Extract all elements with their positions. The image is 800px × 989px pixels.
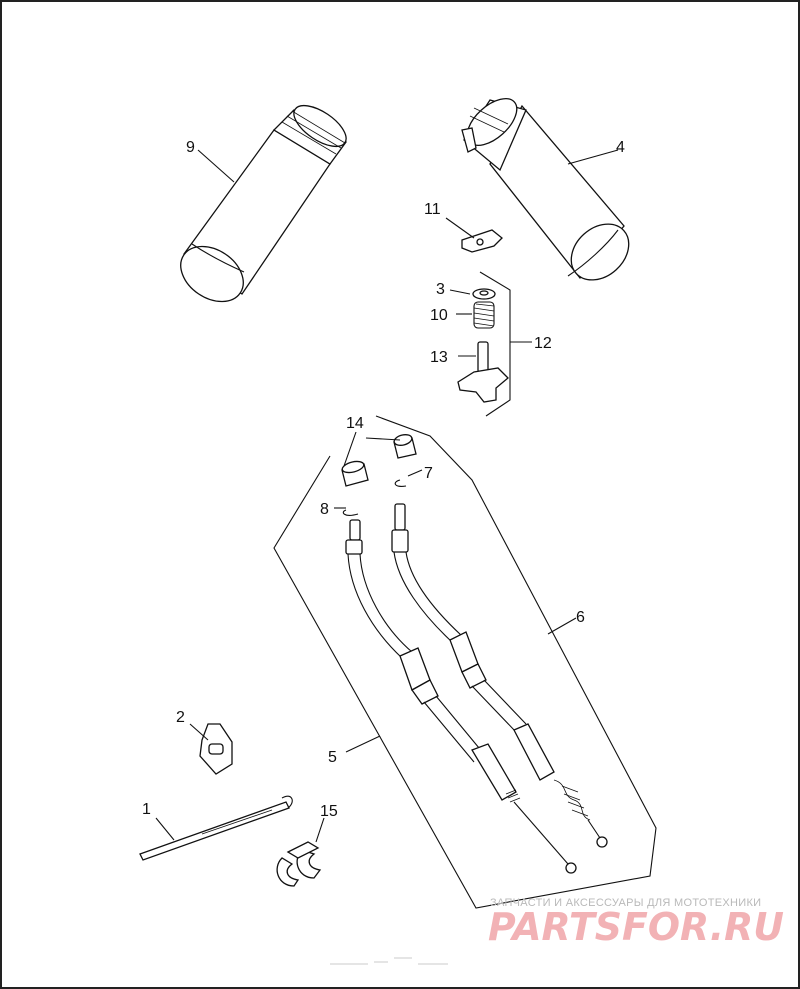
callout-8: 8 bbox=[320, 501, 329, 518]
watermark-subtitle: ЗАПЧАСТИ И АКСЕССУАРЫ ДЛЯ МОТОТЕХНИКИ bbox=[490, 897, 761, 909]
callout-13: 13 bbox=[430, 349, 448, 366]
callout-2: 2 bbox=[176, 709, 185, 726]
callout-9: 9 bbox=[186, 139, 195, 156]
throttle-cable bbox=[345, 519, 577, 874]
callout-12: 12 bbox=[534, 335, 552, 352]
watermark-brand: PARTSFOR.RU bbox=[488, 905, 784, 949]
callout-3: 3 bbox=[436, 281, 445, 298]
bracket-12 bbox=[479, 271, 511, 417]
callout-14: 14 bbox=[346, 415, 364, 432]
watermark: ЗАПЧАСТИ И АКСЕССУАРЫ ДЛЯ МОТОТЕХНИКИ PA… bbox=[488, 897, 784, 949]
leader-lines bbox=[155, 149, 619, 843]
callout-5: 5 bbox=[328, 749, 337, 766]
right-grip bbox=[461, 98, 630, 281]
adjuster-knob bbox=[457, 341, 509, 403]
left-grip bbox=[180, 104, 347, 303]
callout-10: 10 bbox=[430, 307, 448, 324]
callout-6: 6 bbox=[576, 609, 585, 626]
callout-1: 1 bbox=[142, 801, 151, 818]
cable-assembly-outline bbox=[273, 415, 657, 909]
idle-cable bbox=[391, 503, 608, 848]
clip-7 bbox=[394, 479, 407, 487]
cable-guide bbox=[199, 723, 233, 775]
washer bbox=[472, 288, 496, 300]
cable-ferrules bbox=[341, 434, 417, 487]
throttle-clip bbox=[461, 229, 503, 253]
callout-4: 4 bbox=[616, 139, 625, 156]
scan-marks bbox=[330, 957, 448, 965]
spring bbox=[473, 301, 495, 329]
callout-15: 15 bbox=[320, 803, 338, 820]
callout-labels: 1 2 3 4 5 6 7 8 9 10 11 12 13 14 15 bbox=[142, 139, 625, 820]
cable-tie bbox=[139, 795, 293, 861]
callout-11: 11 bbox=[424, 201, 441, 218]
cable-clip bbox=[276, 841, 322, 887]
callout-7: 7 bbox=[424, 465, 433, 482]
clip-8 bbox=[342, 509, 359, 516]
